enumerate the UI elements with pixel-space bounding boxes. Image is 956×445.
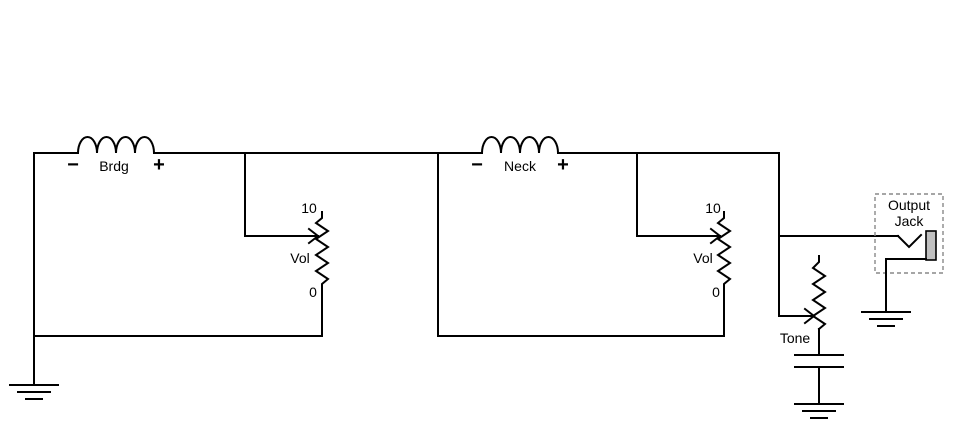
neck-minus-sign: − (471, 154, 483, 176)
jack-sleeve-icon (925, 230, 937, 261)
wire-jack-ground (885, 258, 927, 313)
capacitor-icon (794, 354, 844, 368)
output-jack: Output Jack (874, 193, 944, 313)
vol1-bottom-label: 0 (309, 284, 317, 300)
vol2-label: Vol (693, 250, 712, 266)
ground-jack (861, 311, 911, 327)
ground-tone (794, 403, 844, 419)
vol2-top-label: 10 (705, 200, 721, 216)
bridge-pickup-label: Brdg (99, 158, 129, 174)
tone-capacitor (794, 354, 844, 368)
bridge-pickup-coil-icon (76, 136, 156, 155)
tone-label: Tone (780, 330, 811, 346)
bridge-volume-pot: 10 Vol 0 (290, 200, 330, 300)
tone-output-section: Tone Output Jack (778, 152, 944, 419)
ground-left (9, 384, 59, 400)
bridge-section: Brdg − + 10 Vol 0 (9, 136, 439, 400)
neck-volume-pot: 10 Vol 0 (693, 200, 732, 300)
vol1-label: Vol (290, 250, 309, 266)
jack-boundary-box (874, 193, 944, 274)
resistor-icon (811, 255, 827, 331)
wiper-arrow-icon (709, 227, 722, 245)
neck-pickup-coil-icon (480, 136, 560, 155)
output-label-line2: Jack (895, 213, 925, 229)
vol1-top-label: 10 (301, 200, 317, 216)
output-label-line1: Output (888, 197, 930, 213)
bridge-pickup: Brdg − + (67, 136, 165, 176)
resistor-icon (314, 211, 330, 291)
neck-pickup: Neck − + (471, 136, 569, 176)
neck-section: Neck − + 10 Vol 0 (437, 136, 780, 337)
neck-plus-sign: + (557, 154, 569, 176)
bridge-plus-sign: + (153, 154, 165, 176)
wiper-arrow-icon (803, 307, 816, 325)
vol2-bottom-label: 0 (712, 284, 720, 300)
tone-pot: Tone (780, 255, 827, 346)
wiper-arrow-icon (307, 227, 320, 245)
ground-icon (9, 384, 59, 400)
bridge-minus-sign: − (67, 154, 79, 176)
neck-pickup-label: Neck (504, 158, 537, 174)
ground-icon (794, 403, 844, 419)
resistor-icon (716, 211, 732, 291)
ground-icon (861, 311, 911, 327)
jack-tip-contact-icon (896, 233, 923, 249)
